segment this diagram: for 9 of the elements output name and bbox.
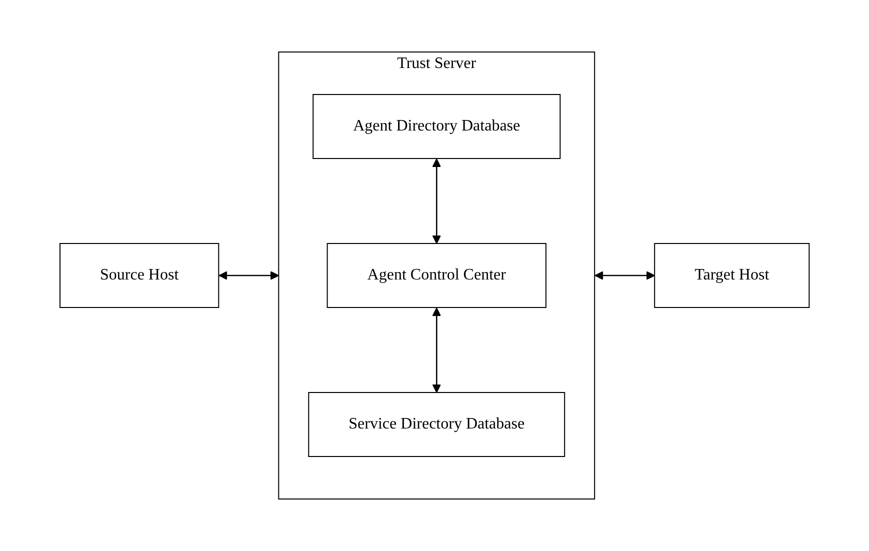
arrow [594, 271, 655, 280]
node-box: Target Host [654, 243, 810, 308]
node-box: Service Directory Database [308, 392, 565, 457]
node-box: Agent Directory Database [312, 94, 561, 159]
arrow [218, 271, 279, 280]
node-box: Agent Control Center [326, 243, 546, 308]
node-box: Source Host [59, 243, 220, 308]
arrow [432, 308, 441, 393]
arrow [432, 158, 441, 244]
